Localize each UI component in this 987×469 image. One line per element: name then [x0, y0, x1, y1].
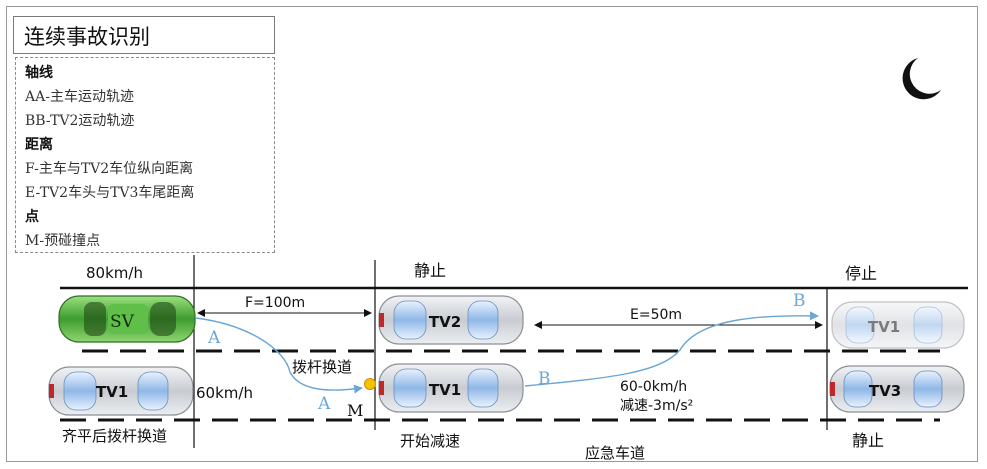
decel-rate-label: 减速-3m/s²: [620, 398, 693, 414]
stop-label: 停止: [845, 264, 877, 283]
legend-box: 轴线 AA-主车运动轨迹 BB-TV2运动轨迹 距离 F-主车与TV2车位纵向距…: [15, 57, 275, 253]
point-a-lower: A: [317, 394, 331, 414]
decel-speed-label: 60-0km/h: [620, 379, 687, 395]
collision-point-m: [364, 378, 376, 390]
page-title: 连续事故识别: [24, 25, 150, 49]
vehicle-label: TV2: [429, 313, 461, 331]
legend-distance-item: E-TV2车头与TV3车尾距离: [25, 185, 195, 201]
vehicle-label: TV1: [96, 383, 128, 401]
vehicle-tv3: TV3: [829, 365, 965, 413]
vehicle-label: TV3: [869, 382, 901, 400]
legend-axis-item: BB-TV2运动轨迹: [25, 113, 135, 129]
emergency-lane-label: 应急车道: [585, 444, 645, 462]
legend-axis-item: AA-主车运动轨迹: [25, 89, 134, 105]
vehicle-tv1-left: TV1: [48, 366, 194, 416]
crescent-moon-icon: [902, 58, 941, 100]
e-distance-label: E=50m: [630, 307, 682, 323]
align-lane-change-label: 齐平后拨杆换道: [62, 427, 167, 445]
point-b-left: B: [538, 369, 551, 389]
legend-distance-item: F-主车与TV2车位纵向距离: [25, 161, 194, 177]
vehicle-tv1-middle: TV1: [378, 363, 524, 413]
legend-distance-heading: 距离: [25, 137, 53, 153]
trajectory-aa: [195, 317, 363, 394]
vehicle-label: TV1: [429, 381, 461, 399]
legend-axis-heading: 轴线: [25, 65, 53, 81]
sv-speed-label: 80km/h: [86, 264, 143, 282]
lane-change-label: 拨杆换道: [292, 358, 352, 376]
point-m-label: M: [347, 401, 363, 420]
start-decel-label: 开始减速: [400, 432, 460, 450]
vehicle-label: SV: [110, 312, 135, 332]
vehicle-tv2: TV2: [378, 295, 524, 345]
title-box: 连续事故识别: [13, 16, 275, 54]
stationary-top-label: 静止: [414, 261, 446, 280]
vehicle-label: TV1: [868, 318, 900, 336]
point-b-right: B: [793, 291, 806, 311]
diagram-frame: [6, 6, 978, 462]
vehicle-tv1-right: TV1: [831, 301, 965, 349]
point-a-upper: A: [207, 328, 221, 348]
stationary-bottom-label: 静止: [852, 431, 884, 450]
trajectory-bb: [524, 311, 819, 387]
legend-point-item: M-预碰撞点: [25, 233, 101, 249]
vehicle-sv: SV: [58, 295, 196, 343]
tv1-left-speed-label: 60km/h: [196, 384, 253, 402]
f-distance-label: F=100m: [245, 295, 305, 311]
legend-point-heading: 点: [25, 209, 39, 225]
